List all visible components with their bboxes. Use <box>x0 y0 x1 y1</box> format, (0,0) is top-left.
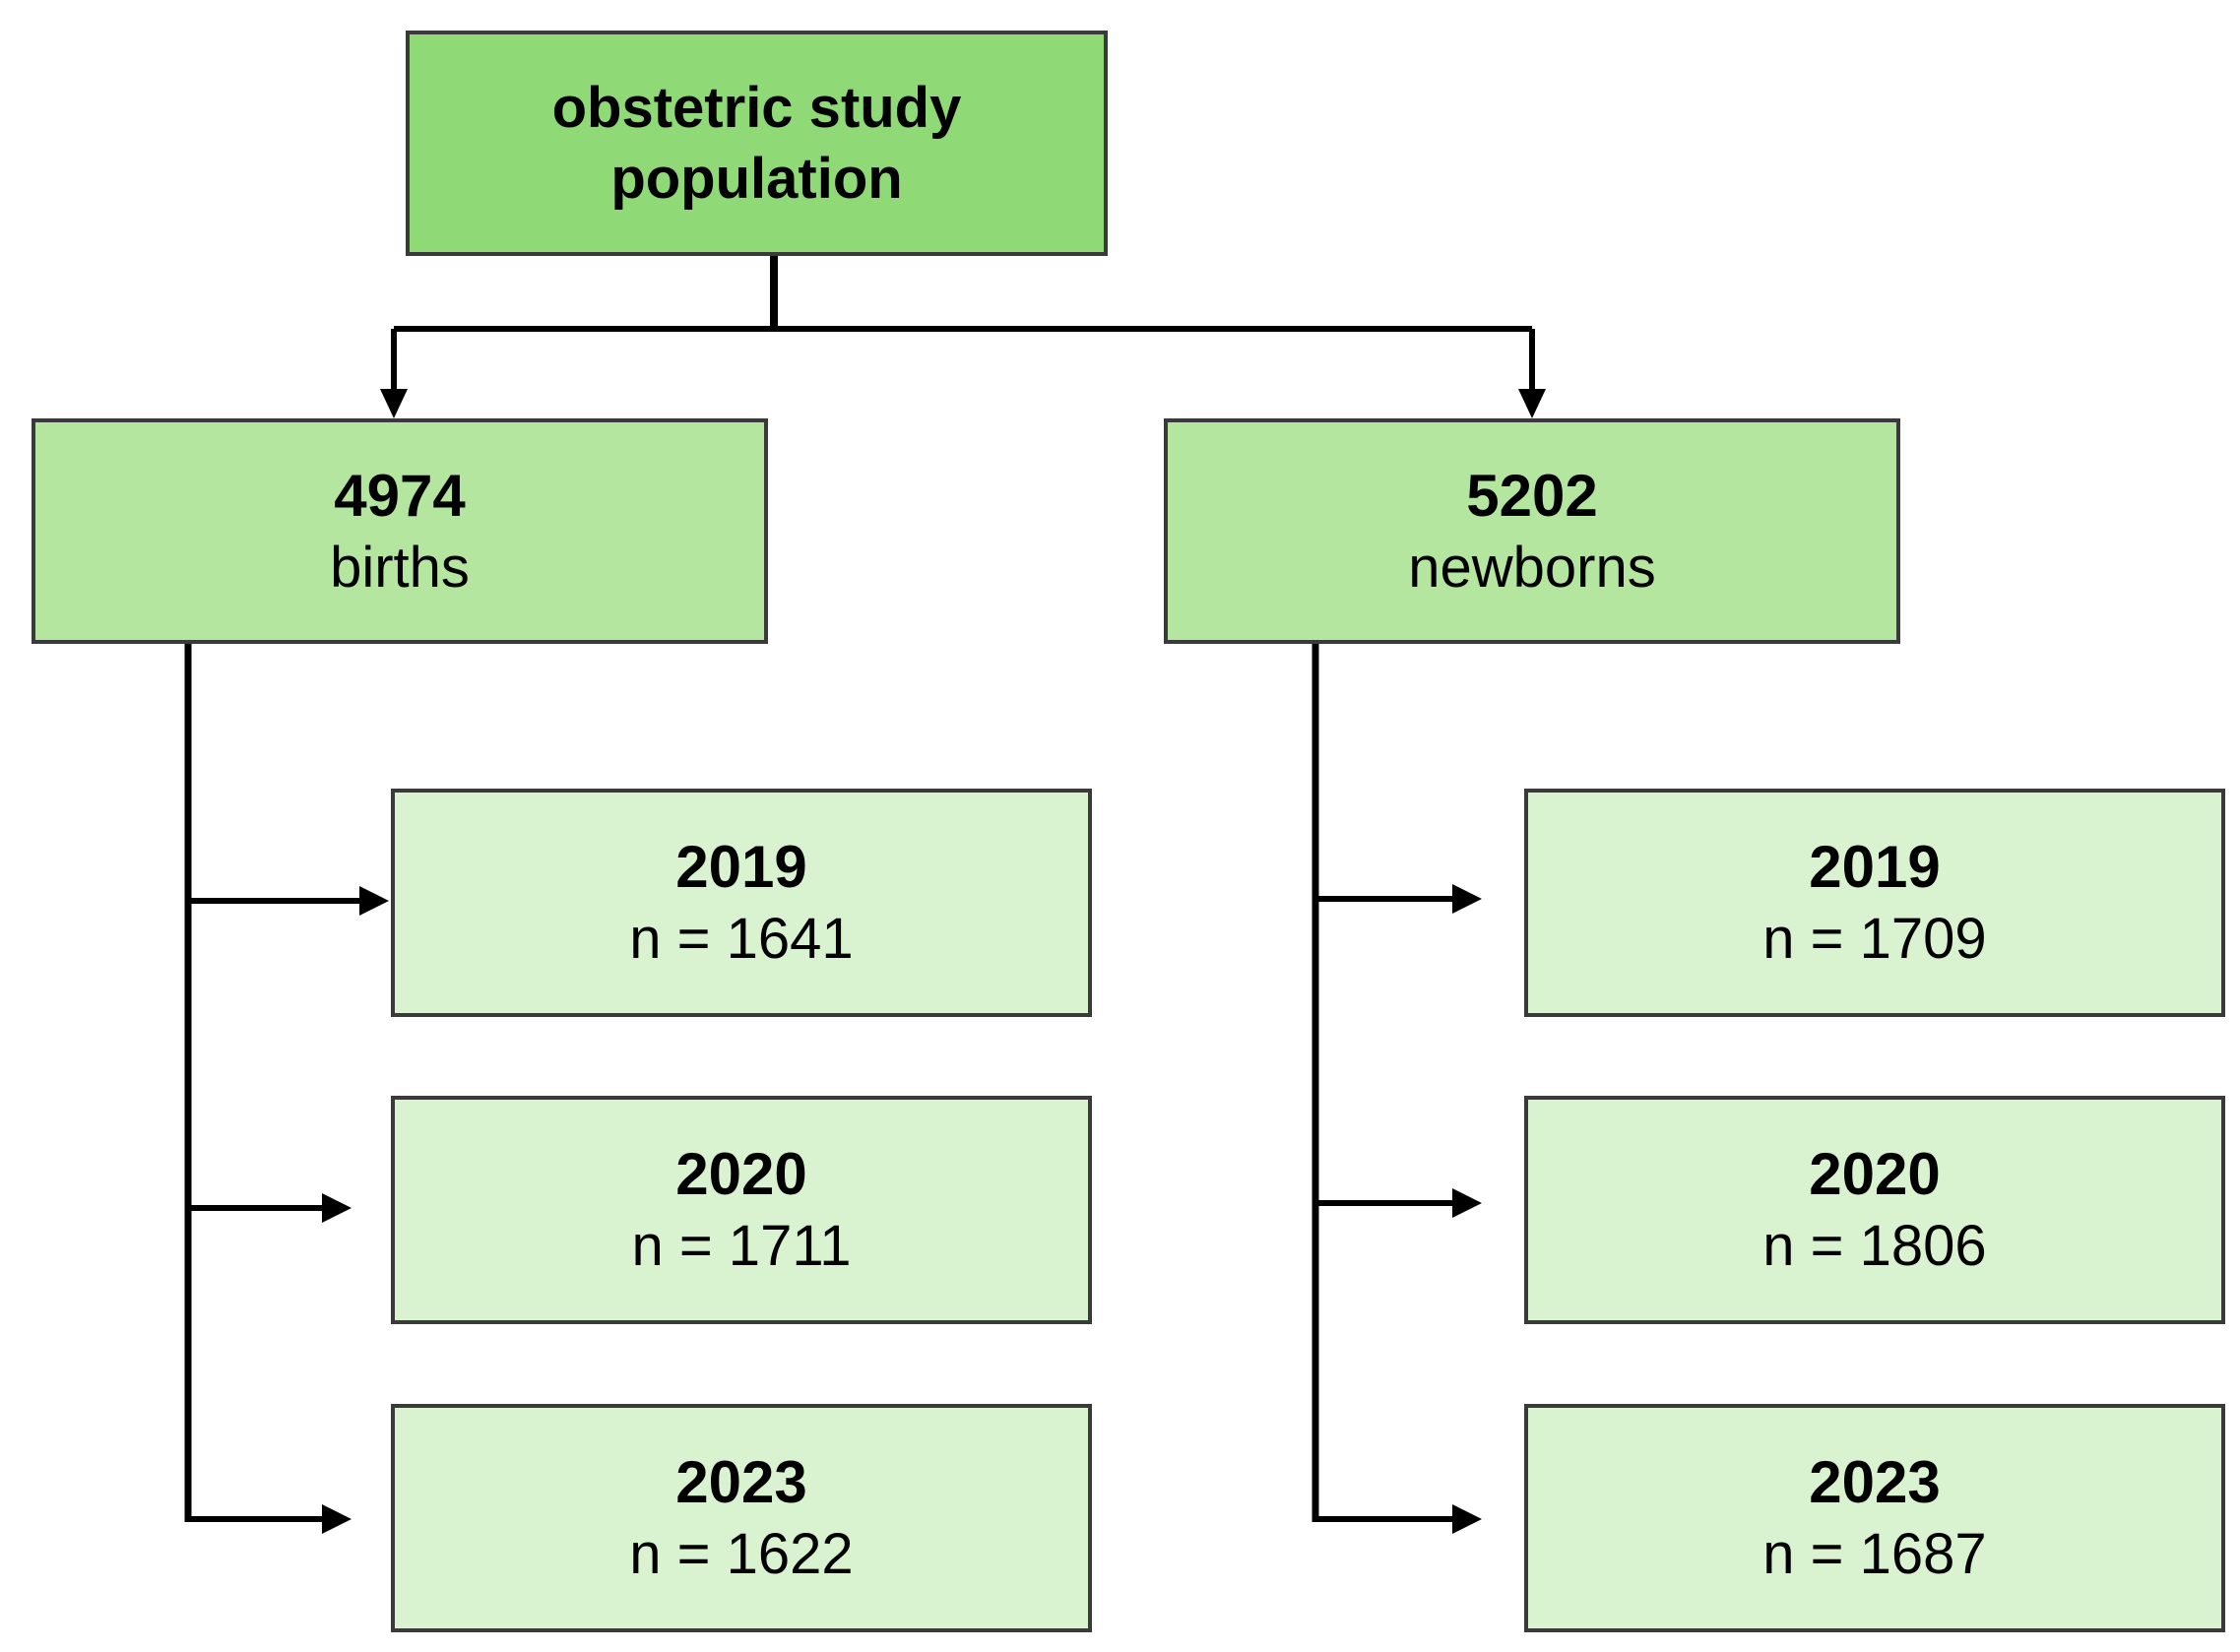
root-title: obstetric study population <box>551 75 962 211</box>
newborns-2023-year: 2023 <box>1809 1449 1941 1515</box>
births-2019-year: 2019 <box>675 834 807 900</box>
newborns-2020-year: 2020 <box>1809 1141 1941 1207</box>
newborns-label: newborns <box>1408 535 1656 600</box>
births-2020-count: n = 1711 <box>631 1214 852 1278</box>
arrowhead-newborns-2020 <box>1452 1188 1482 1218</box>
newborns-2019-count: n = 1709 <box>1762 907 1987 971</box>
births-2019-count: n = 1641 <box>629 907 854 971</box>
arrowhead-newborns-2023 <box>1452 1504 1482 1534</box>
newborns-2023-node: 2023 n = 1687 <box>1524 1404 2225 1632</box>
arrowhead-newborns <box>1518 389 1546 418</box>
arrowhead-births-2020 <box>322 1193 352 1223</box>
newborns-2023-count: n = 1687 <box>1762 1522 1987 1586</box>
births-2023-count: n = 1622 <box>629 1522 854 1586</box>
births-2019-node: 2019 n = 1641 <box>391 789 1092 1017</box>
births-2020-node: 2020 n = 1711 <box>391 1096 1092 1324</box>
births-2023-node: 2023 n = 1622 <box>391 1404 1092 1632</box>
arrowhead-births <box>380 389 408 418</box>
arrowhead-newborns-2019 <box>1452 884 1482 914</box>
arrowhead-births-2023 <box>322 1504 352 1534</box>
births-node: 4974 births <box>32 418 768 644</box>
newborns-node: 5202 newborns <box>1164 418 1900 644</box>
newborns-2020-node: 2020 n = 1806 <box>1524 1096 2225 1324</box>
births-label: births <box>330 535 470 600</box>
newborns-2020-count: n = 1806 <box>1762 1214 1987 1278</box>
births-2023-year: 2023 <box>675 1449 807 1515</box>
arrowhead-births-2019 <box>359 886 389 916</box>
newborns-count: 5202 <box>1466 462 1598 529</box>
newborns-2019-year: 2019 <box>1809 834 1941 900</box>
births-2020-year: 2020 <box>675 1141 807 1207</box>
births-count: 4974 <box>334 462 466 529</box>
root-node: obstetric study population <box>406 31 1108 256</box>
newborns-2019-node: 2019 n = 1709 <box>1524 789 2225 1017</box>
